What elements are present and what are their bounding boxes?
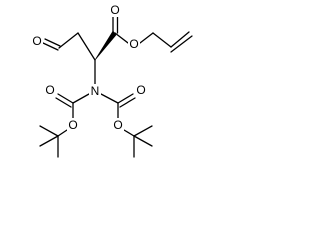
- bond-n-right-boc-c: [100, 93, 119, 104]
- right-boc-ether-oxygen: O: [112, 118, 124, 132]
- bond-ester-c-o-single: [114, 32, 129, 44]
- atom-labels: O O O N O O O O: [31, 3, 147, 132]
- bond-left-boc-c-o-double-1: [57, 93, 74, 104]
- bond-ch2-alpha: [77, 32, 96, 61]
- bond-left-boc-c-o-double-2: [55, 97, 72, 108]
- ester-carbonyl-oxygen-label: O: [110, 3, 119, 17]
- bond-aldehyde-ch2: [58, 32, 79, 49]
- aldehyde-oxygen-label: O: [32, 34, 41, 48]
- bond-allyl-double-2: [170, 35, 193, 53]
- bond-allyl-ch2-ch: [152, 32, 172, 48]
- right-boc-carbonyl-oxygen-label: O: [136, 83, 145, 97]
- right-boc-carbonyl-oxygen: O: [135, 83, 147, 97]
- ester-ether-oxygen-label: O: [129, 37, 138, 51]
- bond-aldehyde-c-o-double-1: [42, 42, 59, 51]
- left-boc-carbonyl-oxygen: O: [44, 83, 56, 97]
- bond-right-boc-c-o-double-1: [117, 93, 134, 104]
- bond-o-allyl-ch2: [139, 32, 154, 44]
- atom-mask: [135, 83, 147, 97]
- atom-mask: [44, 83, 56, 97]
- aldehyde-oxygen: O: [31, 34, 43, 48]
- nitrogen: N: [89, 84, 101, 98]
- nitrogen-label: N: [91, 84, 100, 98]
- bond-right-boc-o-tbu: [123, 129, 135, 137]
- atom-mask: [128, 37, 140, 51]
- atom-mask: [31, 34, 43, 48]
- bond-allyl-double-1: [170, 31, 190, 48]
- bond-right-boc-c-o-double-2: [119, 97, 136, 108]
- ester-ether-oxygen: O: [128, 37, 140, 51]
- atom-mask: [109, 3, 121, 17]
- atom-mask: [67, 118, 79, 132]
- left-boc-ether-oxygen: O: [67, 118, 79, 132]
- left-boc-ether-oxygen-label: O: [68, 118, 77, 132]
- atom-mask: [112, 118, 124, 132]
- bond-left-boc-o-tbu: [57, 129, 68, 137]
- bond-n-left-boc-c: [72, 93, 90, 104]
- left-boc-carbonyl-oxygen-label: O: [45, 83, 54, 97]
- bond-aldehyde-c-o-double-2: [44, 38, 61, 47]
- ester-carbonyl-oxygen: O: [109, 3, 121, 17]
- bond-alpha-ester-wedge: [94, 30, 117, 61]
- atom-mask: [89, 84, 101, 98]
- bond-left-tbu-methyl-1: [39, 125, 59, 137]
- bond-right-tbu-methyl-1: [133, 125, 153, 137]
- molecule-structure: O O O N O O O O: [31, 3, 193, 158]
- bond-right-tbu-methyl-2: [133, 135, 153, 147]
- bond-left-tbu-methyl-2: [39, 135, 59, 147]
- bonds: [39, 15, 193, 158]
- right-boc-ether-oxygen-label: O: [113, 118, 122, 132]
